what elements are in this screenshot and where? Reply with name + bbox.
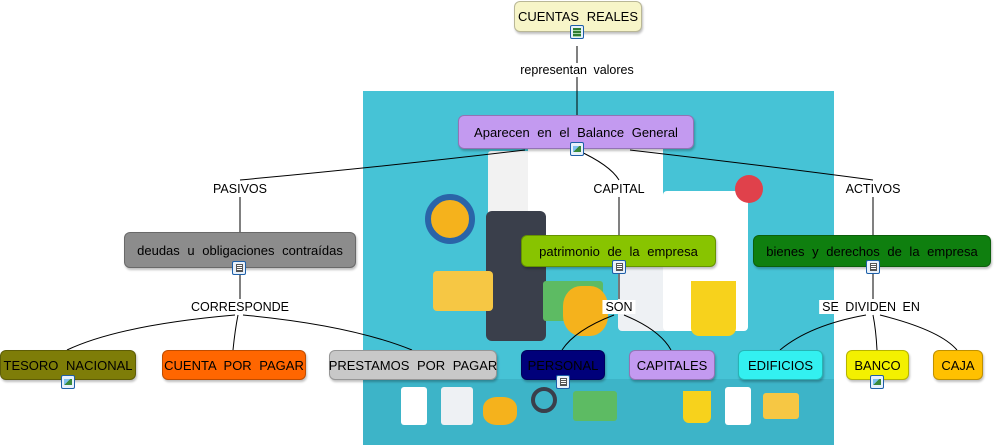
cards-icon <box>763 393 799 419</box>
calendar-icon <box>401 387 427 425</box>
calculator-icon <box>441 387 473 425</box>
link-label-son: SON <box>602 300 636 314</box>
connector-corresponde-to-tesoro <box>66 314 236 351</box>
document-icon[interactable] <box>232 261 246 275</box>
image-icon[interactable] <box>870 375 884 389</box>
node-cuenta-por-pagar[interactable]: CUENTA POR PAGAR <box>162 350 306 380</box>
mug-icon <box>683 391 711 423</box>
report-icon <box>725 387 751 425</box>
coins-shape <box>563 286 608 336</box>
link-label-corresponde: CORRESPONDE <box>188 300 292 314</box>
document-icon[interactable] <box>556 375 570 389</box>
connector-sedividen-to-caja <box>879 314 958 351</box>
node-prestamos-por-pagar[interactable]: PRESTAMOS POR PAGAR <box>329 350 497 380</box>
link-label-capital: CAPITAL <box>590 182 648 196</box>
node-caja[interactable]: CAJA <box>933 350 983 380</box>
document-icon[interactable] <box>866 260 880 274</box>
coin-icon <box>425 194 475 244</box>
link-label-se-dividen: SE DIVIDEN EN <box>819 300 923 314</box>
node-edificios[interactable]: EDIFICIOS <box>738 350 823 380</box>
coins-icon <box>483 397 517 425</box>
document-icon[interactable] <box>612 260 626 274</box>
percent-badge-icon <box>735 175 763 203</box>
link-label-pasivos: PASIVOS <box>210 182 270 196</box>
link-label-representan: representan valores <box>517 63 637 77</box>
connector-corresponde-to-cuenta <box>232 314 239 351</box>
node-banco[interactable]: BANCO <box>846 350 909 380</box>
image-icon[interactable] <box>570 142 584 156</box>
connector-sedividen-to-banco <box>872 314 878 351</box>
link-label-activos: ACTIVOS <box>842 182 904 196</box>
credit-card-shape <box>433 271 493 311</box>
node-capitales[interactable]: CAPITALES <box>629 350 715 380</box>
magnifier-icon <box>531 387 557 413</box>
mug-shape <box>691 281 736 336</box>
image-icon[interactable] <box>61 375 75 389</box>
banknotes-icon <box>573 391 617 421</box>
card-terminal-shape <box>486 211 546 341</box>
film-icon[interactable] <box>570 25 584 39</box>
